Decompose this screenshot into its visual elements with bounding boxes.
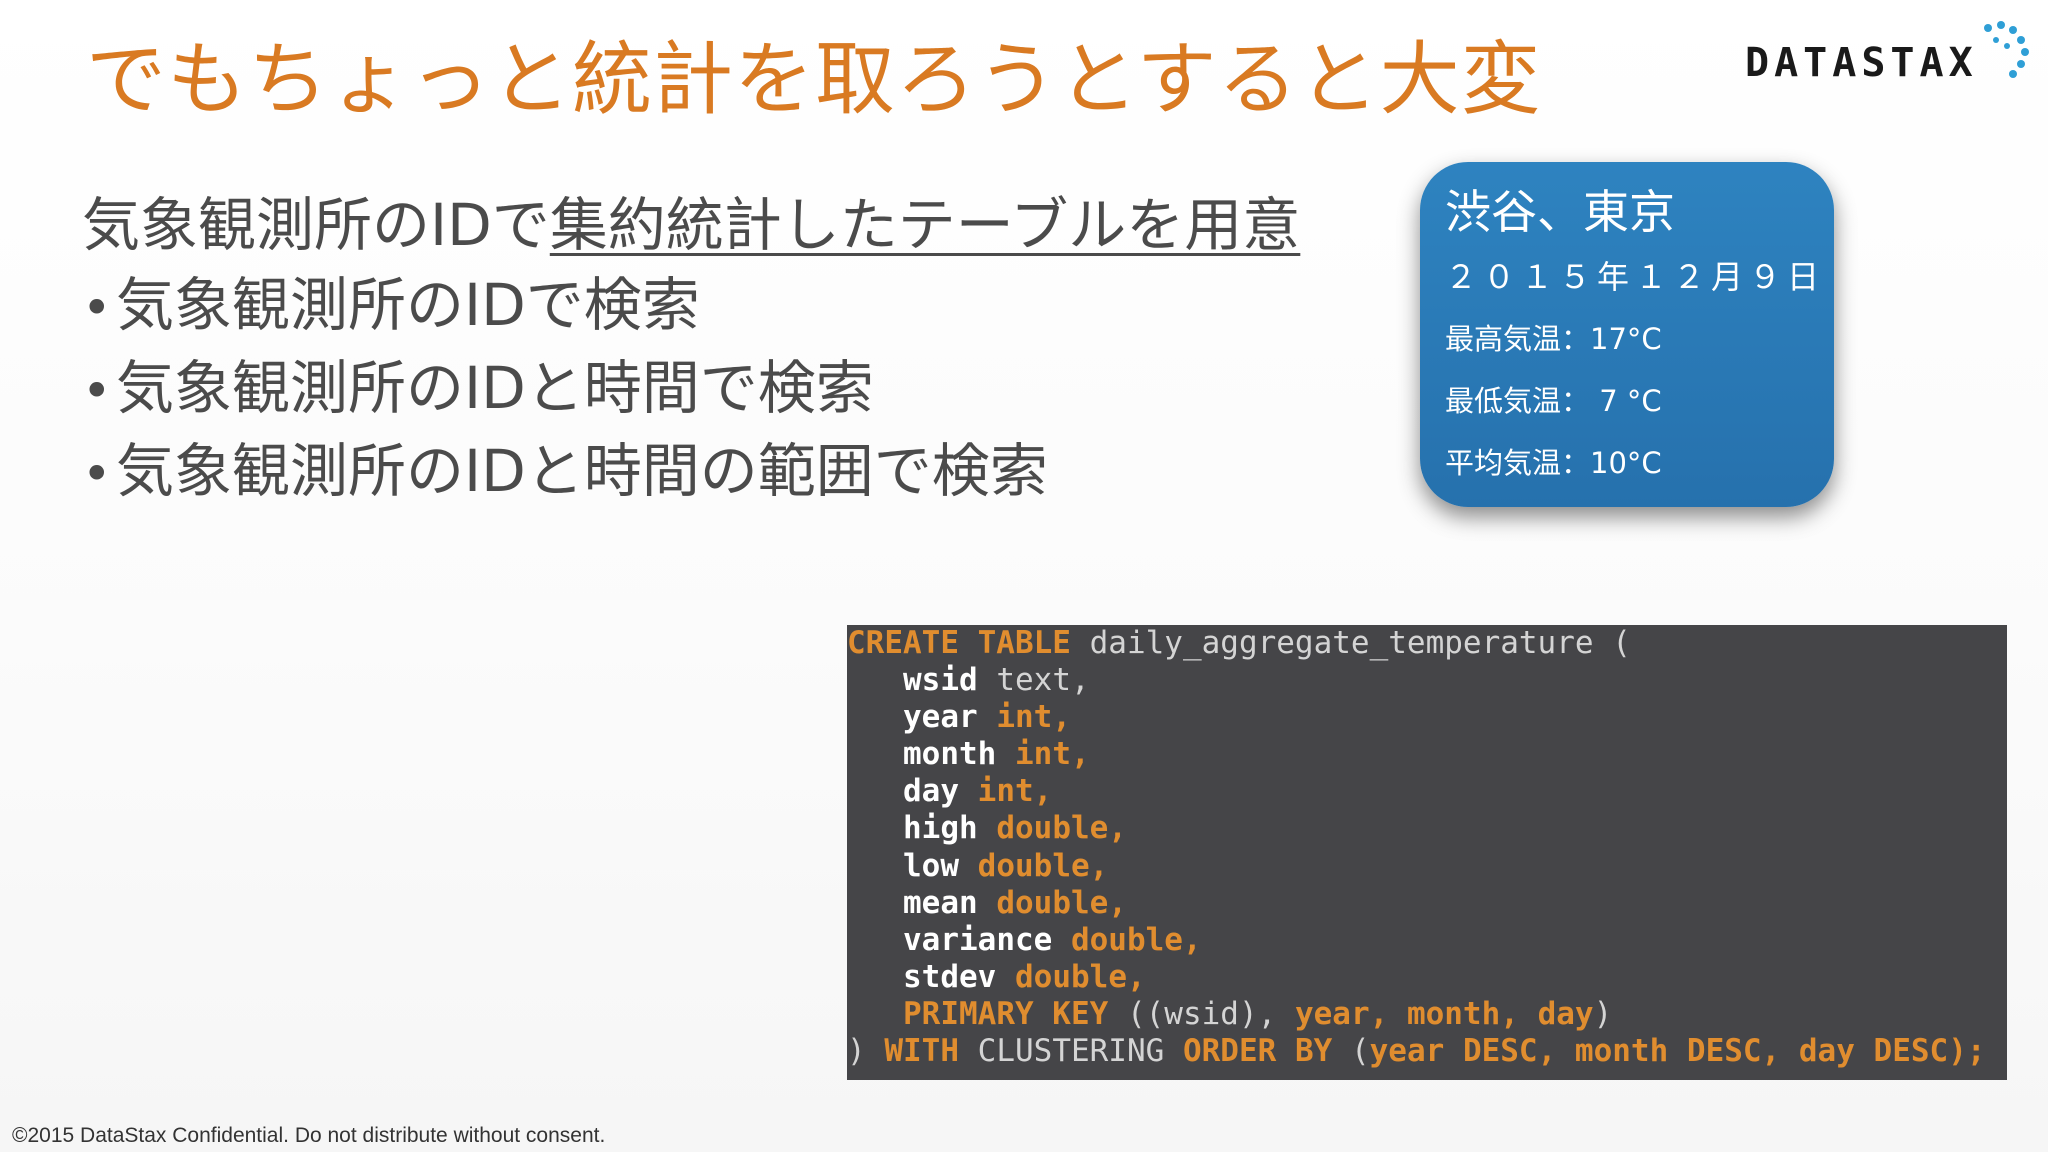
code-line: wsid text, — [847, 662, 1090, 698]
intro-underlined-text: 集約統計したテーブルを用意 — [549, 191, 1301, 259]
code-column-name: month — [903, 736, 997, 773]
slide-title: でもちょっと統計を取ろうとすると大変 — [86, 33, 1542, 126]
weather-card: 渋谷、東京 ２０１５年１２月９日 最高気温：17°C 最低気温： 7 °C 平均… — [1420, 162, 1834, 507]
bullet-list: •気象観測所のIDで検索 •気象観測所のIDと時間で検索 •気象観測所のIDと時… — [82, 265, 1300, 514]
code-line: mean double, — [847, 885, 1127, 921]
bullet-text: 気象観測所のIDで検索 — [116, 271, 700, 339]
weather-low-temp: 最低気温： 7 °C — [1445, 384, 1662, 418]
code-text: ( — [1332, 1033, 1370, 1070]
bullet-icon: • — [82, 279, 112, 337]
code-text: CLUSTERING — [959, 1033, 1165, 1070]
bullet-icon: • — [82, 362, 112, 420]
code-column-type: double, — [1070, 921, 1202, 958]
slide-body: 気象観測所のIDで集約統計したテーブルを用意 •気象観測所のIDで検索 •気象観… — [82, 185, 1300, 514]
intro-line: 気象観測所のIDで集約統計したテーブルを用意 — [82, 185, 1300, 265]
code-column-name: wsid — [903, 662, 978, 699]
code-column-name: mean — [903, 884, 978, 921]
code-table-name: daily_aggregate_temperature ( — [1070, 625, 1631, 661]
logo-wordmark: DATASTAX — [1745, 40, 1978, 86]
code-column-type: double, — [1015, 958, 1146, 995]
code-line: day int, — [847, 773, 1052, 809]
code-line: year int, — [847, 699, 1071, 735]
bullet-item: •気象観測所のIDと時間の範囲で検索 — [82, 431, 1300, 514]
datastax-logo: DATASTAX — [1745, 18, 2035, 88]
weather-average-temp: 平均気温：10°C — [1445, 446, 1662, 480]
code-column-type: int, — [996, 699, 1071, 736]
code-column-name: low — [903, 847, 959, 884]
code-line: high double, — [847, 810, 1127, 846]
bullet-text: 気象観測所のIDと時間の範囲で検索 — [116, 437, 1048, 505]
code-key-columns: year, month, day — [1276, 995, 1594, 1032]
code-panel: CREATE TABLE daily_aggregate_temperature… — [847, 625, 2007, 1080]
code-keyword: WITH — [865, 1033, 959, 1070]
code-column-type: double, — [996, 884, 1127, 921]
code-text: ) — [847, 1033, 866, 1070]
code-keyword: CREATE TABLE — [847, 625, 1071, 661]
code-line: month int, — [847, 736, 1090, 772]
code-text: ); — [1948, 1033, 1986, 1070]
logo-dots-icon — [1984, 21, 2029, 78]
bullet-item: •気象観測所のIDで検索 — [82, 265, 1300, 348]
bullet-text: 気象観測所のIDと時間で検索 — [116, 354, 874, 422]
code-column-type: text, — [996, 662, 1090, 699]
code-keyword: PRIMARY KEY — [903, 995, 1109, 1032]
code-column-name: high — [903, 810, 978, 847]
code-column-name: year — [903, 699, 978, 736]
footer-copyright: ©2015 DataStax Confidential. Do not dist… — [12, 1124, 606, 1147]
code-column-type: double, — [977, 847, 1109, 884]
code-keyword: ORDER BY — [1164, 1033, 1333, 1070]
code-text: ) — [1593, 995, 1613, 1032]
code-column-type: double, — [996, 810, 1127, 847]
code-line: variance double, — [847, 922, 1202, 958]
code-column-type: int, — [977, 773, 1053, 810]
code-order-spec: year DESC, month DESC, day DESC — [1369, 1033, 1949, 1070]
code-line: PRIMARY KEY ((wsid), year, month, day) — [847, 996, 1612, 1032]
intro-prefix: 気象観測所のIDで — [82, 191, 550, 259]
weather-location: 渋谷、東京 — [1445, 185, 1675, 239]
weather-high-temp: 最高気温：17°C — [1445, 322, 1662, 356]
code-column-type: int, — [1015, 736, 1090, 773]
code-line: ) WITH CLUSTERING ORDER BY (year DESC, m… — [847, 1033, 1986, 1069]
code-column-name: variance — [903, 921, 1053, 958]
code-line: CREATE TABLE daily_aggregate_temperature… — [847, 625, 1631, 661]
code-line: stdev double, — [847, 959, 1146, 995]
weather-date: ２０１５年１２月９日 — [1445, 258, 1826, 296]
cql-code-block: CREATE TABLE daily_aggregate_temperature… — [847, 625, 2007, 1070]
bullet-item: •気象観測所のIDと時間で検索 — [82, 348, 1300, 431]
bullet-icon: • — [82, 445, 112, 503]
code-column-name: day — [903, 773, 959, 810]
code-text: ((wsid), — [1108, 995, 1277, 1032]
code-column-name: stdev — [903, 958, 997, 995]
code-line: low double, — [847, 848, 1108, 884]
